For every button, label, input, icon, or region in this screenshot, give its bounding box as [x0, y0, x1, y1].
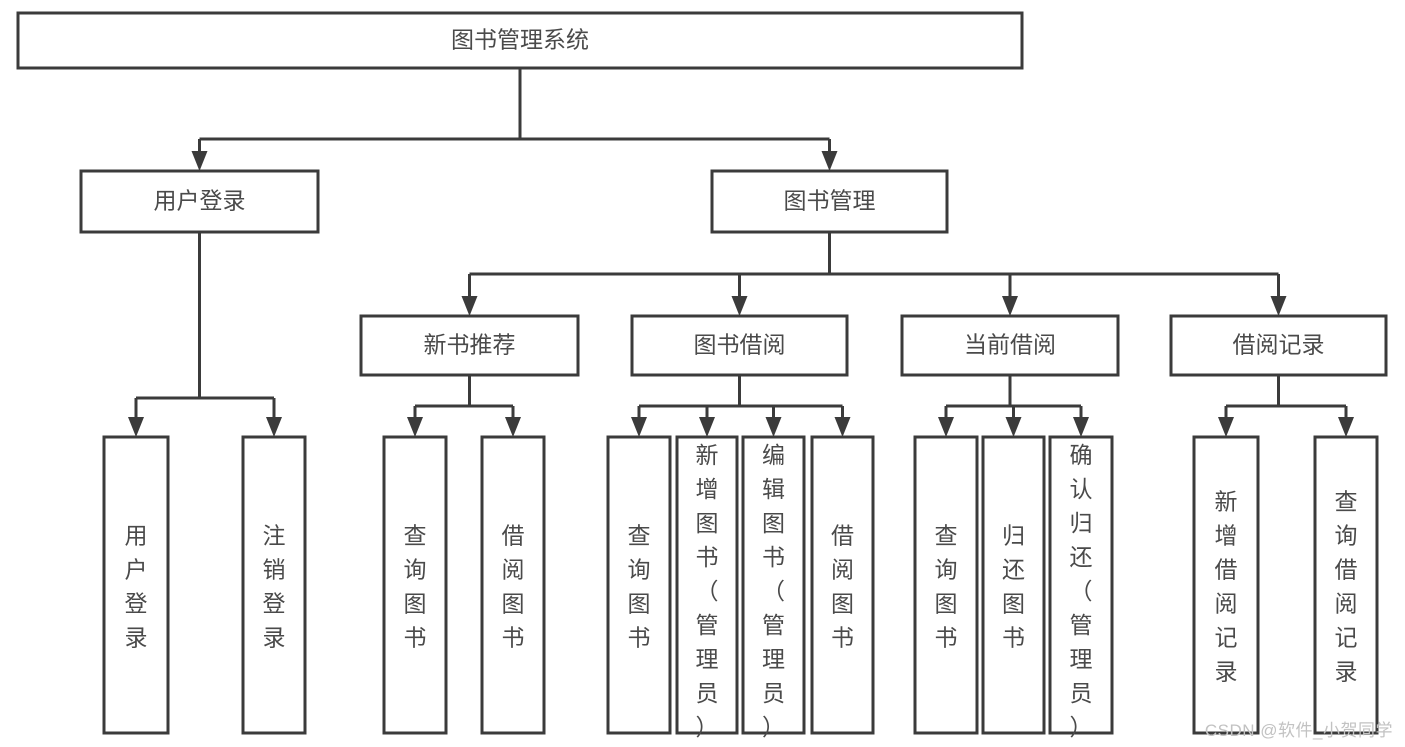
- node-box-leaf-borrow-book-1[interactable]: [480, 435, 546, 735]
- node-label-leaf-query-book-3: 查询图书: [935, 523, 958, 651]
- node-box-leaf-user-login[interactable]: [102, 435, 170, 735]
- arrow-head-l3-new-book-recommend-1: [505, 417, 521, 437]
- node-box-user-login[interactable]: [79, 169, 320, 234]
- node-box-leaf-confirm-return[interactable]: [1048, 435, 1114, 735]
- node-label-leaf-query-record: 查询借阅记录: [1335, 489, 1358, 685]
- arrow-head-root-1: [821, 151, 838, 171]
- node-label-new-book-recommend: 新书推荐: [424, 332, 516, 358]
- arrow-head-l3-new-book-recommend-0: [407, 417, 423, 437]
- arrow-head-book-manage-3: [1270, 296, 1287, 316]
- node-label-user-login: 用户登录: [154, 188, 246, 214]
- node-user-login[interactable]: 用户登录: [79, 169, 320, 234]
- node-label-borrow-record: 借阅记录: [1233, 332, 1325, 358]
- arrow-head-l3-book-borrow-3: [834, 417, 851, 437]
- node-root[interactable]: 图书管理系统: [16, 11, 1024, 70]
- node-leaf-query-book-1[interactable]: 查询图书: [382, 435, 448, 735]
- node-label-leaf-borrow-book-2: 借阅图书: [831, 523, 854, 651]
- arrow-head-l3-borrow-record-0: [1218, 417, 1234, 437]
- arrow-head-book-manage-1: [731, 296, 748, 316]
- arrow-head-book-manage-0: [461, 296, 478, 316]
- arrow-head-l3-book-borrow-0: [631, 417, 647, 437]
- node-label-leaf-borrow-book-1: 借阅图书: [502, 523, 525, 651]
- node-leaf-query-book-3[interactable]: 查询图书: [913, 435, 979, 735]
- node-box-new-book-recommend[interactable]: [359, 314, 580, 377]
- node-borrow-record[interactable]: 借阅记录: [1169, 314, 1388, 377]
- node-current-borrow[interactable]: 当前借阅: [900, 314, 1120, 377]
- arrow-head-l3-borrow-record-1: [1338, 417, 1354, 437]
- node-label-leaf-query-book-2: 查询图书: [628, 523, 651, 651]
- arrow-head-l3-book-borrow-1: [699, 417, 715, 437]
- node-box-leaf-query-book-2[interactable]: [606, 435, 672, 735]
- node-box-leaf-query-record[interactable]: [1313, 435, 1379, 735]
- nodes-layer: 图书管理系统用户登录图书管理新书推荐图书借阅当前借阅借阅记录用户登录注销登录查询…: [16, 11, 1388, 740]
- node-label-root: 图书管理系统: [451, 27, 589, 53]
- node-label-leaf-user-login: 用户登录: [125, 523, 148, 651]
- node-book-manage[interactable]: 图书管理: [710, 169, 949, 234]
- node-leaf-borrow-book-2[interactable]: 借阅图书: [810, 435, 875, 735]
- node-label-book-manage: 图书管理: [784, 188, 876, 214]
- node-box-root[interactable]: [16, 11, 1024, 70]
- node-label-book-borrow: 图书借阅: [694, 332, 786, 358]
- node-book-borrow[interactable]: 图书借阅: [630, 314, 849, 377]
- node-leaf-edit-book[interactable]: 编辑图书（管理员）: [741, 435, 806, 740]
- node-box-leaf-query-book-3[interactable]: [913, 435, 979, 735]
- node-leaf-confirm-return[interactable]: 确认归还（管理员）: [1048, 435, 1114, 740]
- csdn-watermark: CSDN @软件_小贺同学: [1204, 721, 1393, 740]
- node-new-book-recommend[interactable]: 新书推荐: [359, 314, 580, 377]
- node-leaf-logout[interactable]: 注销登录: [241, 435, 307, 735]
- node-box-current-borrow[interactable]: [900, 314, 1120, 377]
- arrow-head-l3-book-borrow-2: [765, 417, 782, 437]
- arrow-head-book-manage-2: [1002, 296, 1018, 316]
- arrow-head-l3-current-borrow-0: [938, 417, 954, 437]
- node-box-leaf-query-book-1[interactable]: [382, 435, 448, 735]
- connectors-layer: [128, 68, 1354, 437]
- node-box-leaf-return-book[interactable]: [981, 435, 1046, 735]
- arrow-head-user-login-0: [128, 417, 144, 437]
- arrow-head-user-login-1: [266, 417, 282, 437]
- node-box-borrow-record[interactable]: [1169, 314, 1388, 377]
- node-box-book-manage[interactable]: [710, 169, 949, 234]
- node-leaf-add-record[interactable]: 新增借阅记录: [1192, 435, 1260, 735]
- node-leaf-return-book[interactable]: 归还图书: [981, 435, 1046, 735]
- arrow-head-l3-current-borrow-1: [1005, 417, 1022, 437]
- node-label-current-borrow: 当前借阅: [964, 332, 1056, 358]
- arrow-head-l3-current-borrow-2: [1073, 417, 1089, 437]
- node-label-leaf-return-book: 归还图书: [1002, 523, 1025, 651]
- node-leaf-add-book[interactable]: 新增图书（管理员）: [675, 435, 739, 740]
- node-label-leaf-edit-book: 编辑图书（管理员）: [762, 442, 785, 740]
- node-box-book-borrow[interactable]: [630, 314, 849, 377]
- node-label-leaf-query-book-1: 查询图书: [404, 523, 427, 651]
- node-box-leaf-add-book[interactable]: [675, 435, 739, 735]
- node-box-leaf-edit-book[interactable]: [741, 435, 806, 735]
- node-leaf-user-login[interactable]: 用户登录: [102, 435, 170, 735]
- node-box-leaf-add-record[interactable]: [1192, 435, 1260, 735]
- node-label-leaf-add-record: 新增借阅记录: [1215, 489, 1238, 685]
- arrow-head-root-0: [191, 151, 208, 171]
- node-leaf-query-book-2[interactable]: 查询图书: [606, 435, 672, 735]
- node-box-leaf-logout[interactable]: [241, 435, 307, 735]
- node-label-leaf-confirm-return: 确认归还（管理员）: [1070, 442, 1093, 740]
- node-leaf-query-record[interactable]: 查询借阅记录: [1313, 435, 1379, 735]
- node-label-leaf-logout: 注销登录: [263, 523, 286, 651]
- node-box-leaf-borrow-book-2[interactable]: [810, 435, 875, 735]
- node-label-leaf-add-book: 新增图书（管理员）: [696, 442, 719, 740]
- node-leaf-borrow-book-1[interactable]: 借阅图书: [480, 435, 546, 735]
